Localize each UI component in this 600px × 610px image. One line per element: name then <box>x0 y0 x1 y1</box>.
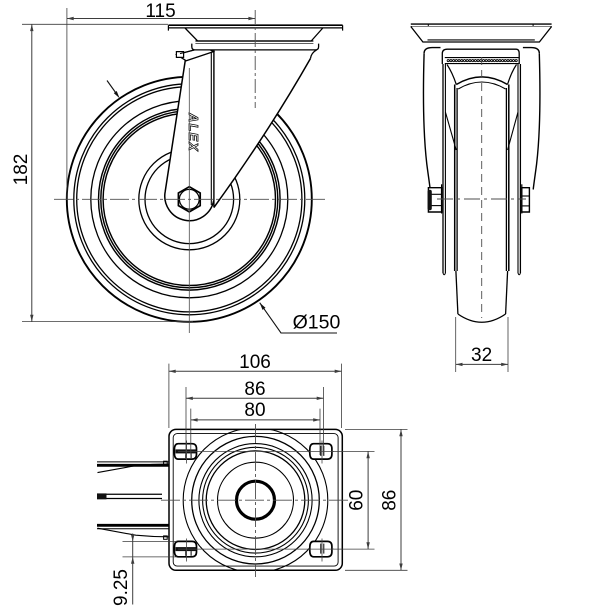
svg-text:106: 106 <box>239 352 271 373</box>
svg-text:182: 182 <box>11 154 32 186</box>
svg-text:32: 32 <box>471 345 492 366</box>
svg-text:115: 115 <box>145 1 175 22</box>
svg-text:ALEX: ALEX <box>186 112 201 152</box>
svg-text:60: 60 <box>347 490 368 511</box>
svg-text:86: 86 <box>244 379 265 400</box>
svg-text:86: 86 <box>379 490 400 511</box>
svg-text:Ø150: Ø150 <box>293 312 341 334</box>
svg-text:80: 80 <box>244 400 265 421</box>
svg-text:9.25: 9.25 <box>111 569 132 606</box>
